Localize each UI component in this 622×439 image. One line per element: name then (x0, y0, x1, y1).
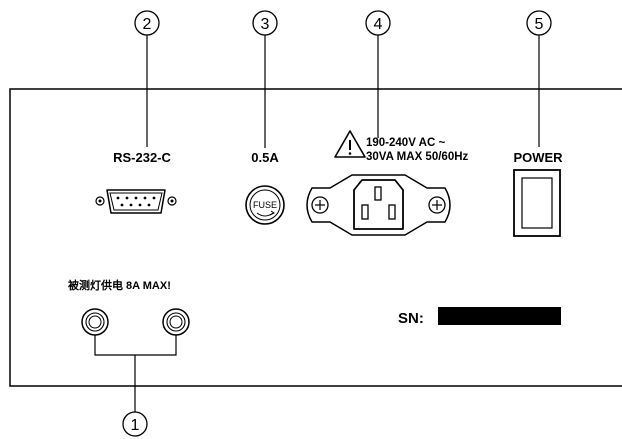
svg-text:FUSE: FUSE (253, 200, 277, 210)
voltage-label-line2: 30VA MAX 50/60Hz (366, 151, 469, 163)
callout-4: 4 (365, 10, 391, 138)
callout-1-bracket (94, 335, 177, 412)
screw-icon (311, 196, 329, 214)
svg-text:2: 2 (143, 16, 152, 33)
binding-post-icon (162, 308, 190, 336)
binding-post-icon (81, 308, 109, 336)
callout-5: 5 (526, 10, 552, 147)
panel-outline (9, 88, 622, 387)
callout-1: 1 (122, 411, 148, 437)
rs232-label: RS-232-C (113, 150, 171, 165)
lamp-supply-label: 被测灯供电 8A MAX! (68, 278, 171, 292)
serial-number-bar (438, 307, 561, 325)
rocker-switch-icon (513, 169, 561, 237)
svg-text:1: 1 (131, 417, 140, 434)
voltage-label-line1: 190-240V AC ~ (366, 137, 445, 149)
serial-number-label: SN: (398, 310, 424, 327)
iec-socket-icon (306, 174, 451, 236)
callout-2: 2 (134, 10, 160, 147)
svg-text:3: 3 (261, 16, 270, 33)
power-label: POWER (513, 150, 563, 165)
db9-connector-icon (95, 189, 177, 214)
svg-text:4: 4 (374, 16, 383, 33)
screw-icon (428, 196, 446, 214)
warning-triangle-icon (334, 130, 366, 158)
fuse-rating-label: 0.5A (251, 150, 279, 165)
fuse-icon: FUSE (245, 185, 285, 225)
svg-text:5: 5 (535, 16, 544, 33)
callout-3: 3 (252, 10, 278, 148)
